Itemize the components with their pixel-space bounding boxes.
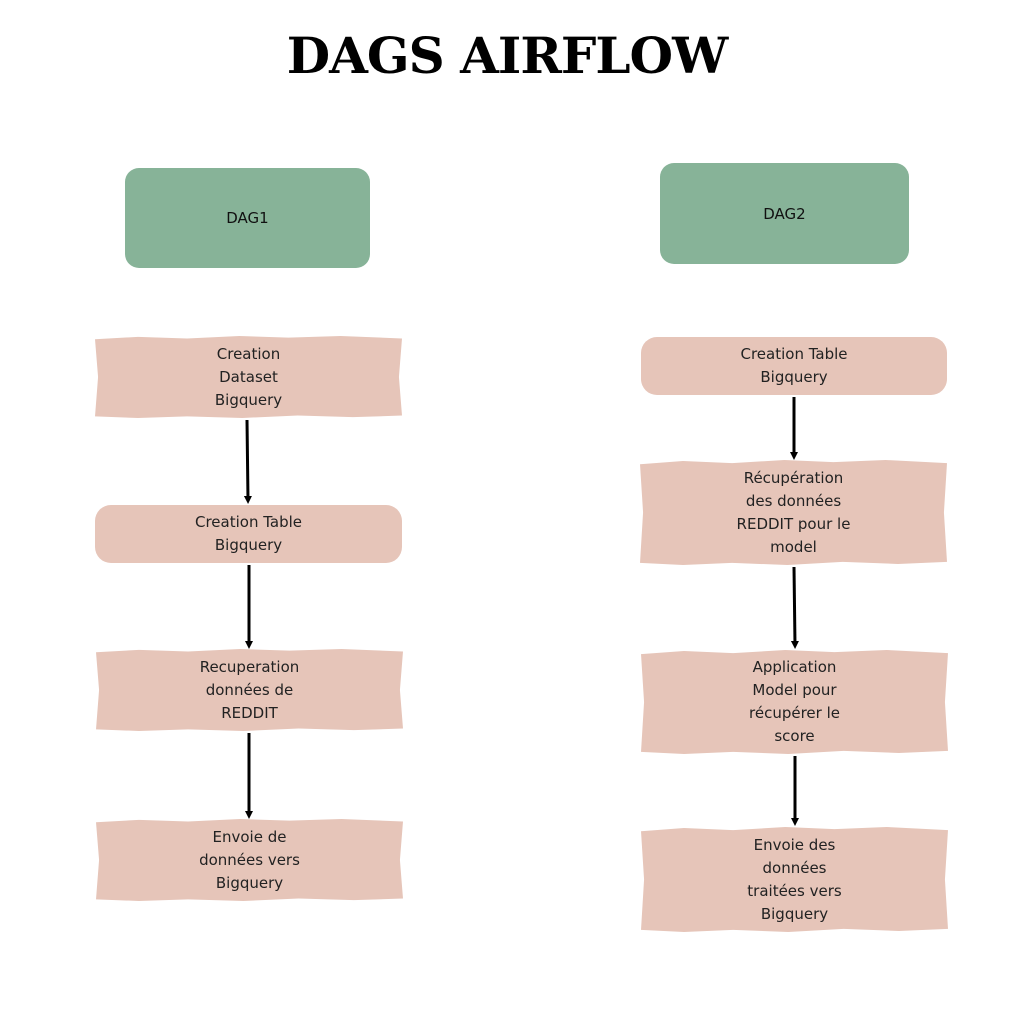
- dag2-task-create-table-label: Creation Table Bigquery: [740, 345, 848, 386]
- dag1-label: DAG1: [226, 209, 269, 227]
- dag2-task-send-bigquery: Envoie des données traitées vers Bigquer…: [641, 827, 948, 932]
- dag2-task-fetch-reddit: Récupération des données REDDIT pour le …: [640, 460, 947, 565]
- dag1-task-create-table: Creation Table Bigquery: [95, 505, 402, 563]
- dag2-arrow-2: [790, 566, 799, 649]
- dag1-task-fetch-reddit: Recuperation données de REDDIT: [96, 649, 403, 731]
- diagram-title: DAGS AIRFLOW: [286, 26, 728, 85]
- dag2-task-fetch-reddit-label: Récupération des données REDDIT pour le …: [736, 468, 851, 556]
- dag1-header: DAG1: [125, 168, 370, 268]
- dag2-task-send-bigquery-label: Envoie des données traitées vers Bigquer…: [747, 835, 842, 923]
- dag1-arrows: [243, 419, 253, 819]
- dag2-task-apply-model-label: Application Model pour récupérer le scor…: [749, 658, 840, 745]
- dag1-task-send-bigquery: Envoie de données vers Bigquery: [96, 819, 403, 901]
- dag1-task-create-table-label: Creation Table Bigquery: [194, 513, 303, 554]
- dag1-task-create-dataset: Creation Dataset Bigquery: [95, 336, 402, 418]
- dag1-arrow-1: [243, 419, 252, 504]
- dag2-header: DAG2: [660, 163, 909, 264]
- dag1-task-send-bigquery-label: Envoie de données vers Bigquery: [199, 827, 300, 892]
- dag2-task-create-table: Creation Table Bigquery: [641, 337, 947, 395]
- dag2-label: DAG2: [763, 204, 806, 223]
- dag2-task-apply-model: Application Model pour récupérer le scor…: [641, 650, 948, 754]
- dag2-arrows: [790, 397, 799, 826]
- dag1-task-create-dataset-label: Creation Dataset Bigquery: [214, 344, 283, 409]
- dag1-task-fetch-reddit-label: Recuperation données de REDDIT: [199, 657, 300, 722]
